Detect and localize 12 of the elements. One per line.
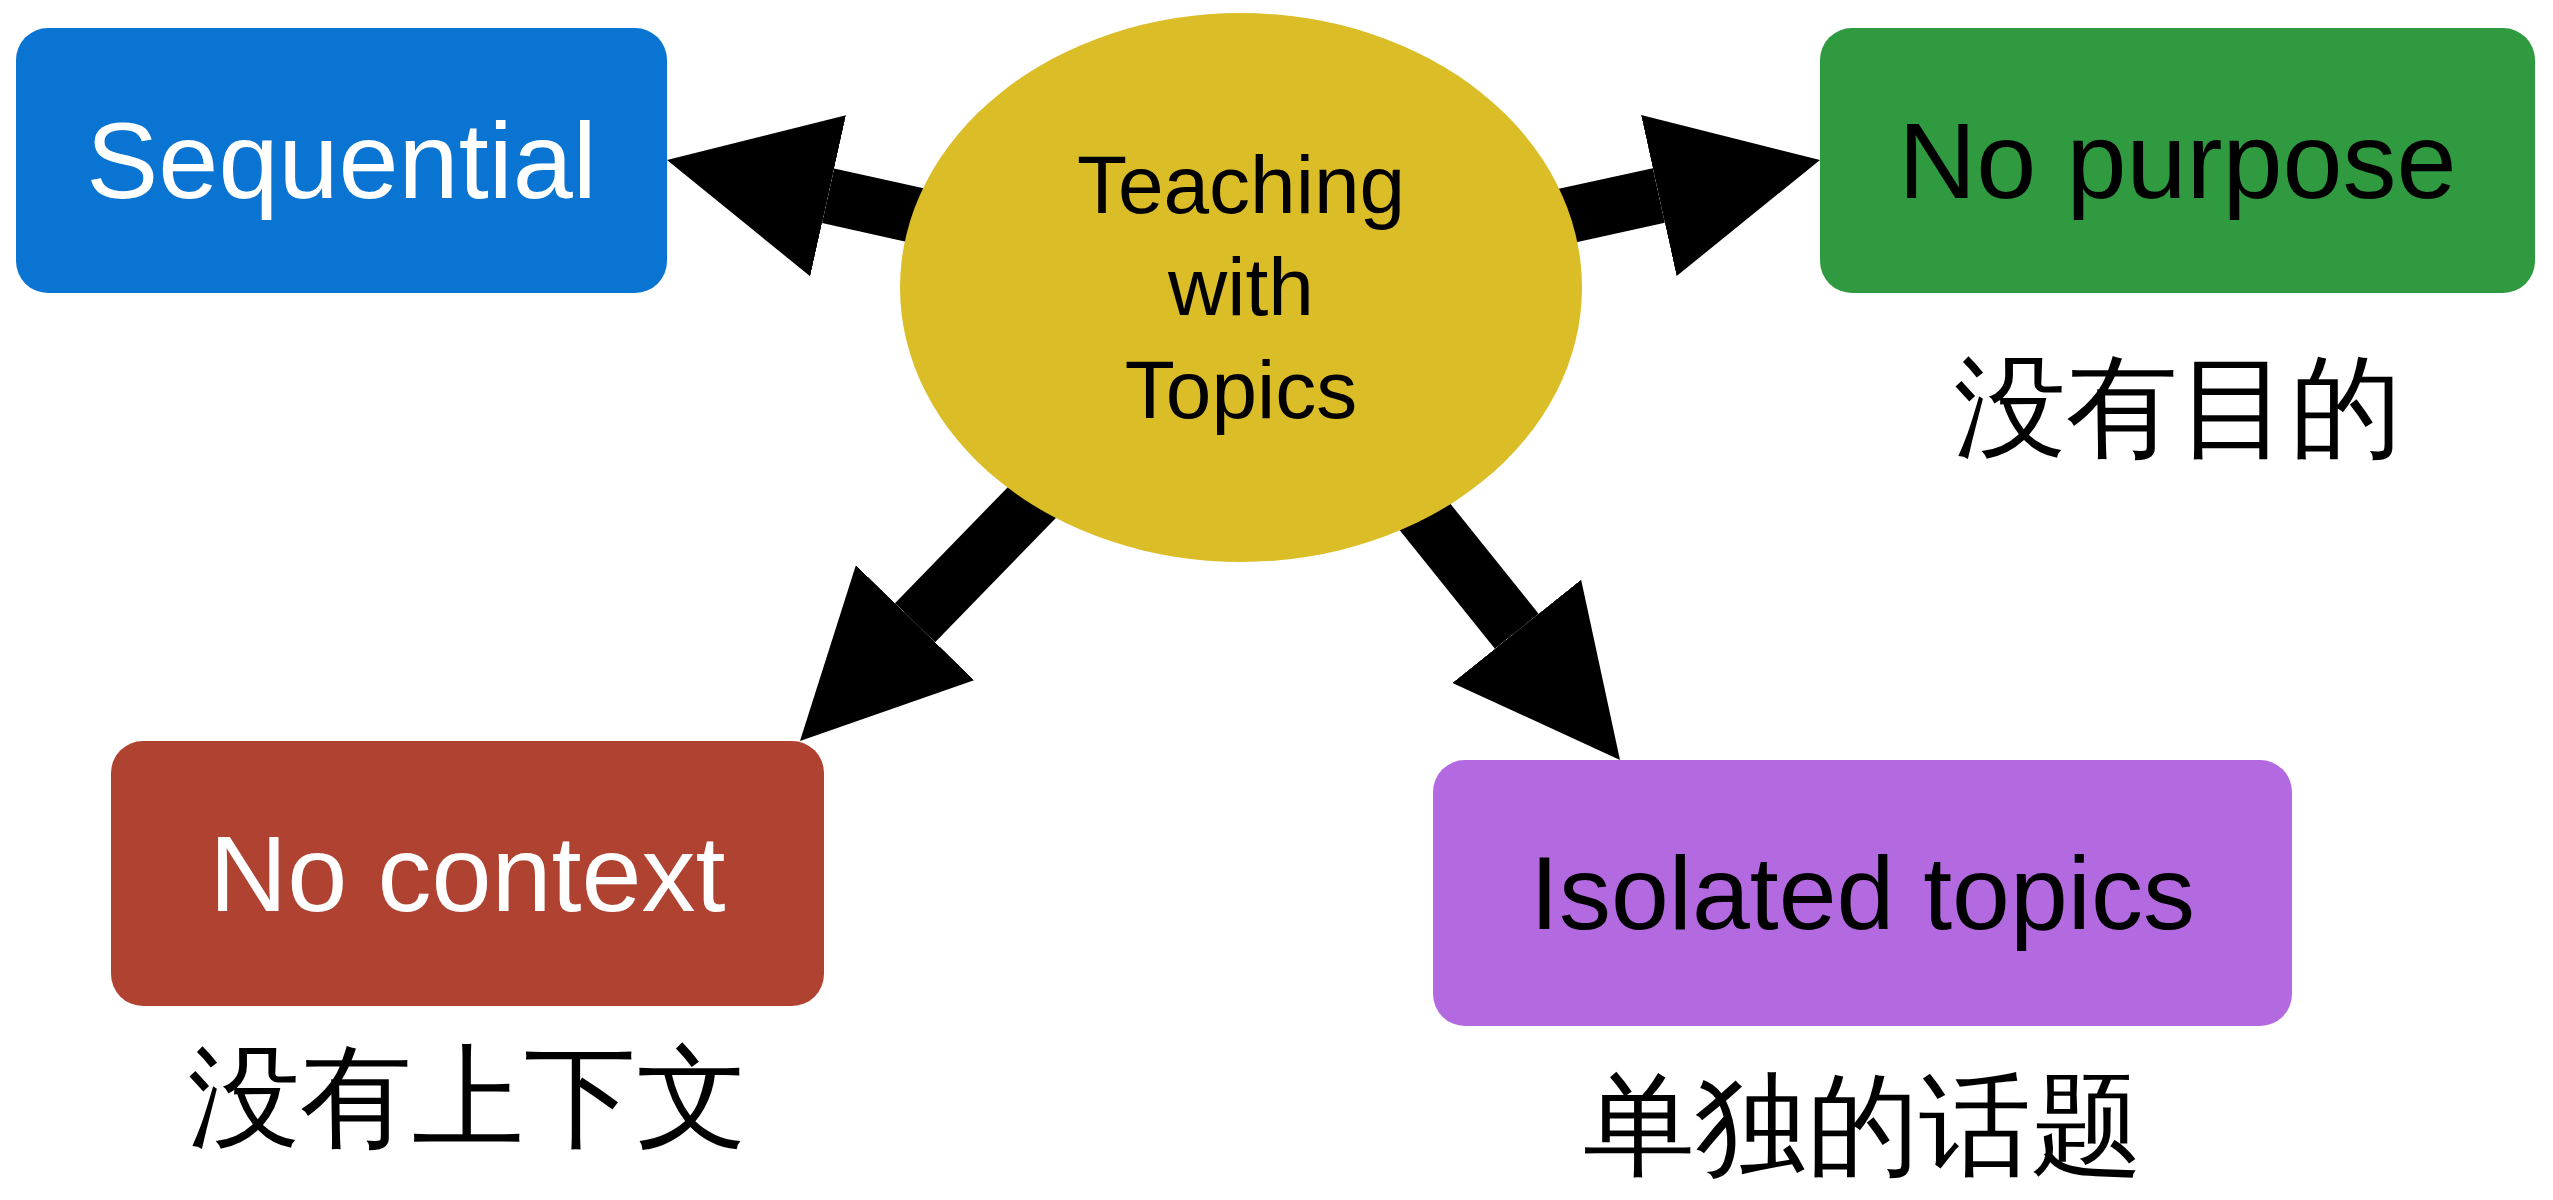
- rounded-box: [16, 28, 667, 293]
- chinese-caption: 单独的话题: [1582, 1059, 2143, 1192]
- rounded-box: [1433, 760, 2292, 1026]
- ellipse-label: Teaching with Topics: [1075, 137, 1407, 437]
- box-label: Sequential: [86, 98, 597, 223]
- chinese-caption: 没有目的: [1953, 341, 2402, 474]
- rounded-box: [111, 741, 824, 1006]
- rounded-box: [1820, 28, 2535, 293]
- box-label: No purpose: [1898, 98, 2457, 223]
- chinese-caption: 没有上下文: [187, 1031, 748, 1164]
- box-label: Isolated topics: [1530, 834, 2195, 953]
- box-label: No context: [209, 811, 726, 936]
